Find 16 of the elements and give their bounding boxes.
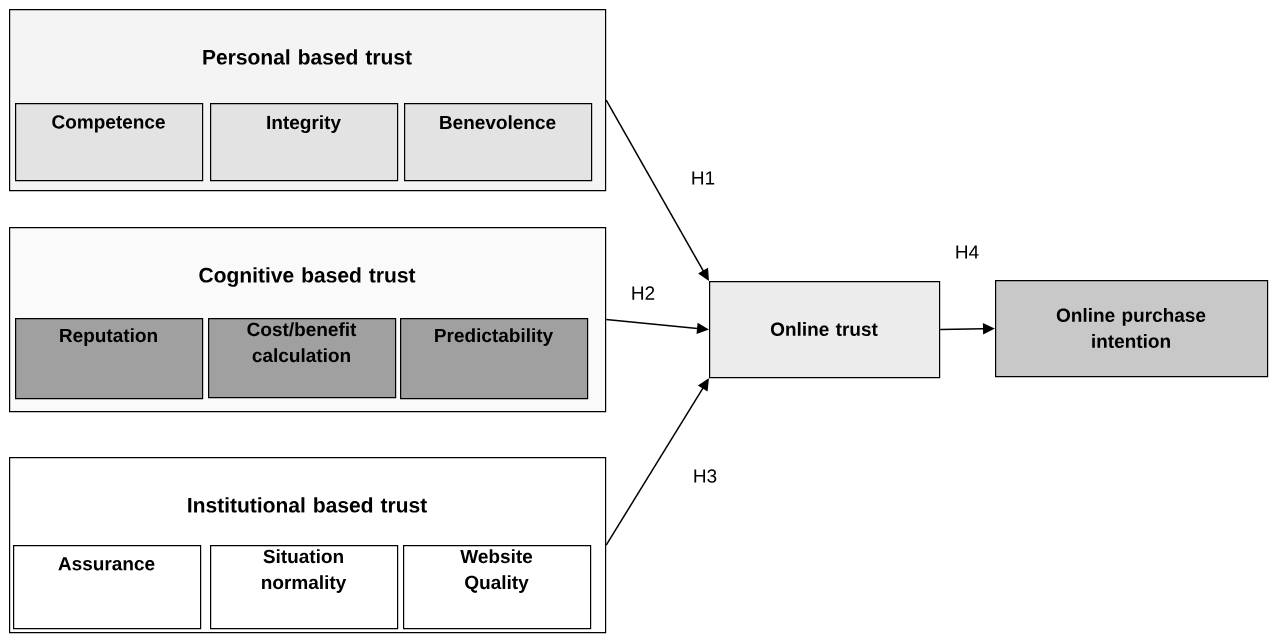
construct-box: Online trust [709,281,941,379]
outcome-box: Online purchase intention [995,280,1269,378]
factor-box: Competence [15,103,204,182]
edge-label: H3 [691,468,719,484]
edge-label: H4 [953,244,981,260]
factor-box: Website Quality [403,545,592,630]
factor-box: Integrity [210,103,399,182]
edge-label: H2 [629,285,657,301]
arrow [605,99,709,281]
factor-box: Predictability [400,318,589,400]
edge-label: H1 [689,170,717,186]
factor-box: Assurance [13,545,202,630]
factor-box: Benevolence [404,103,593,182]
factor-box: Situation normality [210,545,399,630]
factor-box: Reputation [15,318,204,400]
factor-box: Cost/benefit calculation [208,318,397,399]
